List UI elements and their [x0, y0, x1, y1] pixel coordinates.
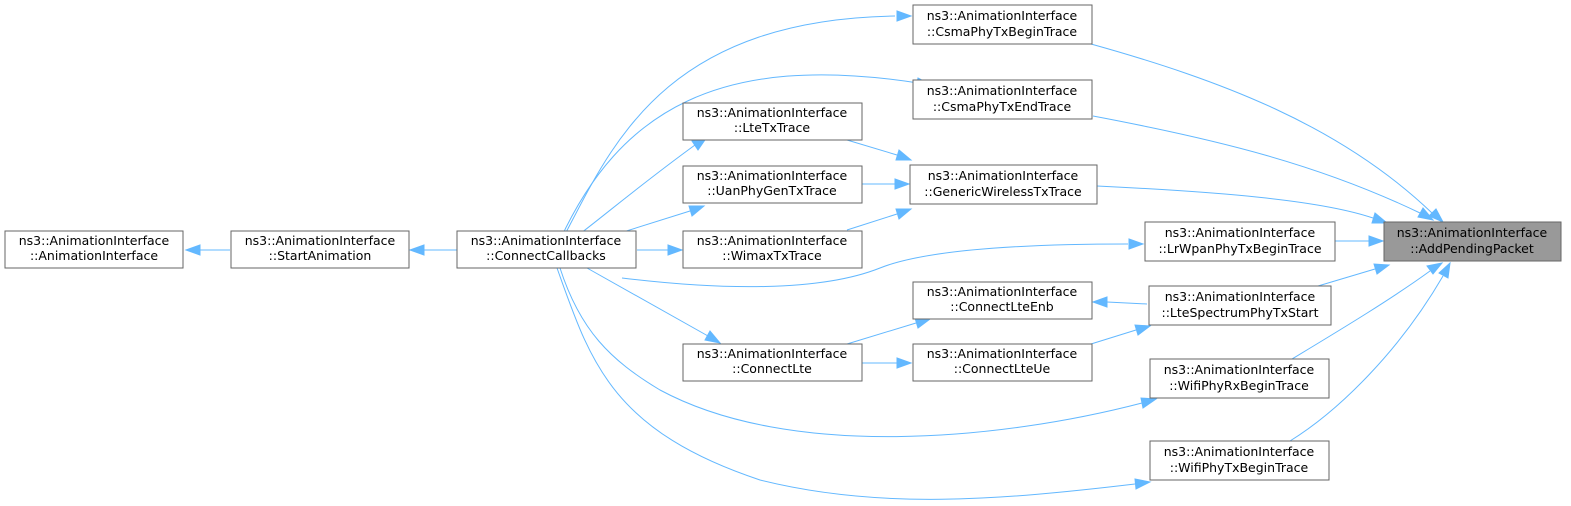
node-wifiphyrxbegintrace-line1: ns3::AnimationInterface — [1164, 362, 1315, 377]
edge-addpendingpacket-to-wifiphyrxbegintrace — [1291, 262, 1444, 360]
node-connectlte[interactable]: ns3::AnimationInterface ::ConnectLte — [682, 343, 863, 382]
node-genericwirelesstxtrace-line2: ::GenericWirelessTxTrace — [924, 184, 1082, 199]
node-ltetxtrace[interactable]: ns3::AnimationInterface ::LteTxTrace — [682, 102, 863, 141]
node-genericwirelesstxtrace[interactable]: ns3::AnimationInterface ::GenericWireles… — [909, 164, 1098, 205]
node-wifiphytxbegintrace-line2: ::WifiPhyTxBeginTrace — [1170, 460, 1309, 475]
edge-addpendingpacket-to-wifiphytxbegintrace — [1289, 261, 1451, 442]
node-startanimation[interactable]: ns3::AnimationInterface ::StartAnimation — [230, 230, 410, 269]
node-connectlteue-line1: ns3::AnimationInterface — [927, 346, 1078, 361]
edge-wimaxtxtrace-to-connectcallbacks — [637, 244, 684, 256]
node-connectlte-line1: ns3::AnimationInterface — [697, 346, 848, 361]
node-connectcallbacks-line2: ::ConnectCallbacks — [486, 248, 606, 263]
node-lrwpanphytxbegintrace[interactable]: ns3::AnimationInterface ::LrWpanPhyTxBeg… — [1144, 221, 1336, 262]
node-connectcallbacks-line1: ns3::AnimationInterface — [471, 233, 622, 248]
node-uanphygentxtrace-line2: ::UanPhyGenTxTrace — [707, 183, 837, 198]
node-wifiphytxbegintrace[interactable]: ns3::AnimationInterface ::WifiPhyTxBegin… — [1149, 440, 1330, 481]
node-animationinterface[interactable]: ns3::AnimationInterface ::AnimationInter… — [4, 230, 184, 269]
node-ltetxtrace-line2: ::LteTxTrace — [734, 120, 810, 135]
node-genericwirelesstxtrace-line1: ns3::AnimationInterface — [928, 168, 1079, 183]
node-csmaphytxendtrace[interactable]: ns3::AnimationInterface ::CsmaPhyTxEndTr… — [912, 79, 1093, 120]
node-ltespectrumphytxstart-line1: ns3::AnimationInterface — [1165, 289, 1316, 304]
node-csmaphytxendtrace-line2: ::CsmaPhyTxEndTrace — [933, 99, 1072, 114]
edge-addpendingpacket-to-genericwirelesstxtrace — [1096, 185, 1389, 224]
node-addpendingpacket-line1: ns3::AnimationInterface — [1397, 225, 1548, 240]
edge-genericwirelesstxtrace-to-uanphygentxtrace — [862, 178, 911, 190]
node-wifiphytxbegintrace-line1: ns3::AnimationInterface — [1164, 444, 1315, 459]
edge-startanimation-to-animationinterface — [184, 244, 230, 256]
node-uanphygentxtrace-line1: ns3::AnimationInterface — [697, 168, 848, 183]
node-uanphygentxtrace[interactable]: ns3::AnimationInterface ::UanPhyGenTxTra… — [682, 165, 863, 204]
node-startanimation-line1: ns3::AnimationInterface — [245, 233, 396, 248]
edge-addpendingpacket-to-lrwpanphytxbegintrace — [1335, 235, 1385, 247]
node-csmaphytxendtrace-line1: ns3::AnimationInterface — [927, 83, 1078, 98]
node-ltetxtrace-line1: ns3::AnimationInterface — [697, 105, 848, 120]
node-connectlteenb[interactable]: ns3::AnimationInterface ::ConnectLteEnb — [912, 281, 1093, 320]
node-animationinterface-line1: ns3::AnimationInterface — [19, 233, 170, 248]
edge-connectlte-to-connectcallbacks — [586, 267, 722, 344]
node-startanimation-line2: ::StartAnimation — [269, 248, 372, 263]
edge-wifiphytxbegintrace-to-connectcallbacks — [556, 267, 1152, 500]
node-addpendingpacket[interactable]: ns3::AnimationInterface ::AddPendingPack… — [1383, 221, 1562, 262]
node-connectlteenb-line2: ::ConnectLteEnb — [950, 299, 1053, 314]
edge-wifiphyrxbegintrace-to-connectcallbacks — [559, 267, 1158, 438]
edge-connectlteenb-to-connectlte — [846, 317, 932, 345]
node-csmaphytxbegintrace[interactable]: ns3::AnimationInterface ::CsmaPhyTxBegin… — [912, 4, 1093, 45]
edge-ltespectrumphytxstart-to-connectlteue — [1090, 324, 1152, 345]
node-ltespectrumphytxstart-line2: ::LteSpectrumPhyTxStart — [1162, 305, 1319, 320]
node-wimaxtxtrace[interactable]: ns3::AnimationInterface ::WimaxTxTrace — [682, 230, 863, 269]
node-connectlteue-line2: ::ConnectLteUe — [954, 361, 1051, 376]
edge-connectlteue-to-connectlte — [862, 357, 913, 369]
edge-csmaphytxbegintrace-to-connectcallbacks — [561, 10, 913, 241]
node-wifiphyrxbegintrace-line2: ::WifiPhyRxBeginTrace — [1169, 378, 1309, 393]
edge-genericwirelesstxtrace-to-wimaxtxtrace — [846, 208, 913, 231]
edge-addpendingpacket-to-ltespectrumphytxstart — [1317, 263, 1391, 287]
node-connectlteue[interactable]: ns3::AnimationInterface ::ConnectLteUe — [912, 343, 1093, 382]
edge-addpendingpacket-to-csmaphytxendtrace — [1092, 115, 1435, 221]
edge-lrwpanphytxbegintrace-to-connectcallbacks — [621, 238, 1145, 288]
node-connectlteenb-line1: ns3::AnimationInterface — [927, 284, 1078, 299]
edge-uanphygentxtrace-to-connectcallbacks — [619, 205, 706, 234]
node-csmaphytxbegintrace-line2: ::CsmaPhyTxBeginTrace — [927, 24, 1077, 39]
edge-connectcallbacks-to-startanimation — [408, 244, 457, 256]
edge-ltespectrumphytxstart-to-connectlteenb — [1091, 296, 1148, 308]
node-wifiphyrxbegintrace[interactable]: ns3::AnimationInterface ::WifiPhyRxBegin… — [1149, 358, 1330, 399]
node-connectlte-line2: ::ConnectLte — [732, 361, 812, 376]
node-lrwpanphytxbegintrace-line1: ns3::AnimationInterface — [1165, 225, 1316, 240]
node-addpendingpacket-line2: ::AddPendingPacket — [1410, 241, 1534, 256]
edge-csmaphytxendtrace-to-connectcallbacks — [559, 74, 935, 241]
node-ltespectrumphytxstart[interactable]: ns3::AnimationInterface ::LteSpectrumPhy… — [1148, 285, 1332, 326]
node-connectcallbacks[interactable]: ns3::AnimationInterface ::ConnectCallbac… — [456, 230, 637, 269]
edge-genericwirelesstxtrace-to-ltetxtrace — [846, 139, 913, 161]
edge-addpendingpacket-to-csmaphytxbegintrace — [1090, 43, 1445, 224]
node-csmaphytxbegintrace-line1: ns3::AnimationInterface — [927, 8, 1078, 23]
node-wimaxtxtrace-line1: ns3::AnimationInterface — [697, 233, 848, 248]
node-lrwpanphytxbegintrace-line2: ::LrWpanPhyTxBeginTrace — [1158, 241, 1321, 256]
node-wimaxtxtrace-line2: ::WimaxTxTrace — [722, 248, 822, 263]
node-animationinterface-line2: ::AnimationInterface — [30, 248, 158, 263]
